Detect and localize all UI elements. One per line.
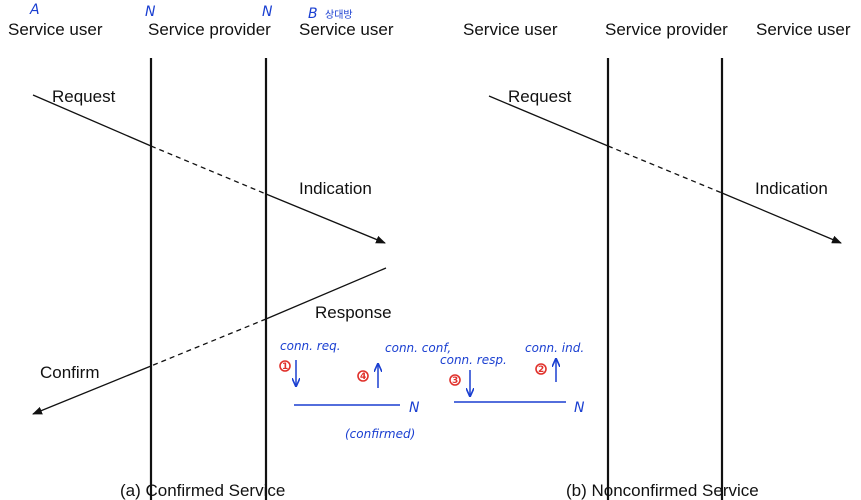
request-transit-b — [607, 145, 723, 194]
panel-a-confirmed: Service user Service provider Service us… — [8, 20, 394, 500]
request-arrow-a — [32, 94, 152, 147]
indication-arrow-b — [721, 192, 842, 244]
note-n-label-1: N — [409, 400, 420, 416]
note-confirmed: (confirmed) — [345, 427, 415, 441]
indication-label-a: Indication — [299, 179, 372, 198]
header-service-user-right: Service user — [299, 20, 394, 39]
indication-arrow-a — [265, 193, 386, 244]
step-number-4: 4 — [360, 372, 366, 382]
response-arrow-a — [265, 267, 387, 320]
header-service-user-left-b: Service user — [463, 20, 558, 39]
note-n-label-2: N — [574, 400, 585, 416]
header-service-user-left: Service user — [8, 20, 103, 39]
step-marker-2 — [535, 363, 547, 375]
note-conn-ind: conn. ind. — [525, 341, 584, 355]
request-label-b: Request — [508, 87, 572, 106]
confirm-label-a: Confirm — [40, 363, 100, 382]
note-entity-a: A — [29, 2, 40, 18]
note-conn-req: conn. req. — [280, 339, 341, 353]
panel-b-nonconfirmed: Service user Service provider Service us… — [463, 20, 851, 500]
note-entity-n2: N — [262, 4, 273, 20]
note-entity-b-korean: 상대방 — [325, 9, 353, 21]
note-entity-b: B — [308, 6, 318, 22]
request-transit-a — [150, 145, 267, 195]
request-arrow-b — [488, 95, 609, 147]
header-service-provider-b: Service provider — [605, 20, 728, 39]
caption-a: (a) Confirmed Service — [120, 481, 285, 500]
confirm-arrow-a — [32, 365, 152, 415]
step-number-1: 1 — [282, 362, 288, 372]
step-marker-1 — [279, 360, 291, 372]
response-label-a: Response — [315, 303, 392, 322]
step-marker-3 — [449, 374, 461, 386]
handwritten-notes: A N N B 상대방 conn. req. 1 conn. conf, 4 c… — [29, 2, 585, 441]
request-label-a: Request — [52, 87, 116, 106]
note-entity-n1: N — [145, 4, 156, 20]
step-number-3: 3 — [452, 376, 458, 386]
caption-b: (b) Nonconfirmed Service — [566, 481, 759, 500]
note-conn-conf: conn. conf, — [385, 341, 451, 355]
step-marker-4 — [357, 370, 369, 382]
note-conn-resp: conn. resp. — [440, 353, 507, 367]
response-transit-a — [150, 318, 267, 367]
header-service-provider: Service provider — [148, 20, 271, 39]
step-number-2: 2 — [538, 365, 544, 375]
indication-label-b: Indication — [755, 179, 828, 198]
header-service-user-right-b: Service user — [756, 20, 851, 39]
